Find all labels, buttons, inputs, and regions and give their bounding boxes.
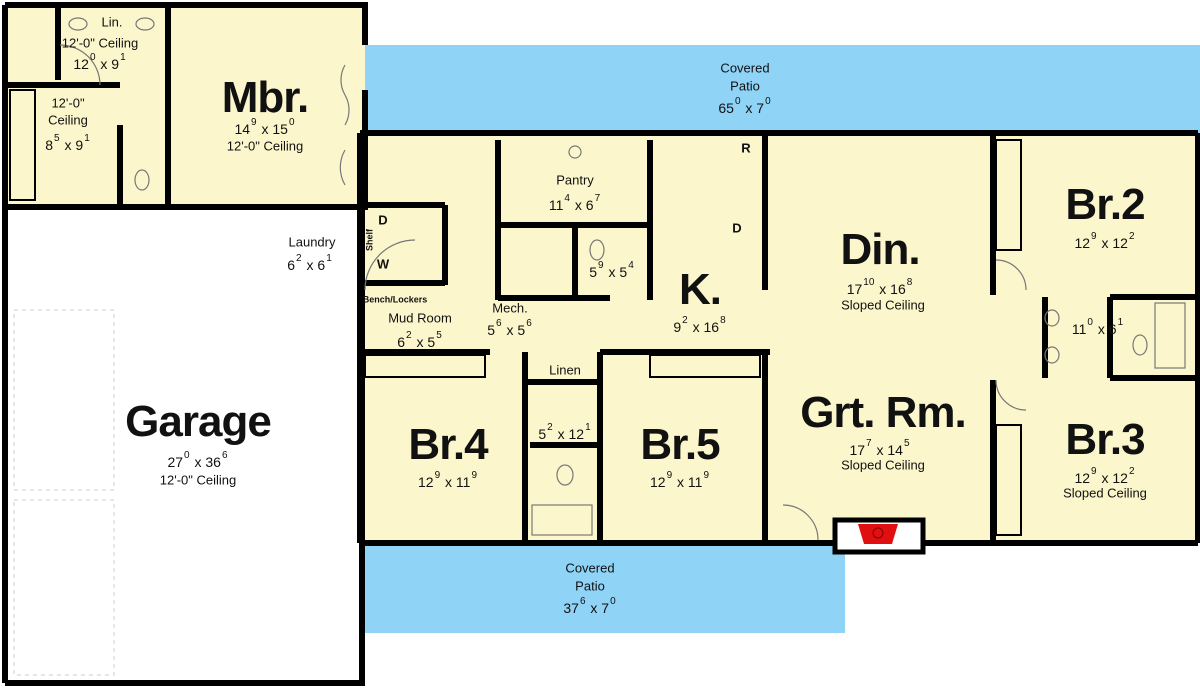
master-wing-floor [5, 5, 365, 207]
fireplace-icon [858, 524, 898, 544]
mech-dim: 56 x 56 [487, 318, 532, 338]
half-bath-dim: 59 x 54 [589, 260, 634, 280]
garage-dim: 270 x 366 [167, 450, 228, 470]
closet-ceiling-1: 12'-0" [51, 95, 85, 111]
mbr-label: Mbr. [221, 73, 309, 122]
front-patio-label-1: Covered [565, 560, 615, 576]
hall-bath-dim: 52 x 121 [538, 422, 591, 442]
br4-dim: 129 x 119 [417, 470, 478, 490]
dryer-label: D [378, 212, 388, 228]
garage-door-outline [13, 309, 115, 676]
br3-label: Br.3 [1065, 415, 1145, 464]
dishwasher-label: D [732, 220, 742, 236]
kitchen-dim: 92 x 168 [673, 315, 726, 335]
front-patio-label-2: Patio [575, 578, 605, 594]
front-covered-patio [365, 541, 845, 633]
br2-dim: 129 x 122 [1074, 231, 1135, 251]
br3-dim: 129 x 122 [1074, 466, 1135, 486]
great-room-ceiling: Sloped Ceiling [841, 457, 925, 473]
br5-dim: 129 x 119 [649, 470, 710, 490]
master-bath-ceiling: 12'-0" Ceiling [61, 35, 139, 51]
great-room-dim: 177 x 145 [849, 438, 910, 458]
closet-dim: 85 x 91 [45, 133, 90, 153]
fixtures [59, 17, 1186, 541]
mech-label: Mech. [492, 300, 528, 316]
br3-ceiling: Sloped Ceiling [1063, 485, 1147, 501]
shelf-label: Shelf [364, 228, 375, 252]
garage-label: Garage [125, 397, 272, 446]
dining-ceiling: Sloped Ceiling [841, 297, 925, 313]
master-bath-dim: 120 x 91 [73, 52, 126, 72]
rear-patio-dim: 650 x 70 [718, 96, 771, 116]
rear-covered-patio [365, 45, 1200, 133]
linen-closet-label: Lin. [101, 14, 123, 30]
dining-label: Din. [840, 225, 920, 274]
washer-label: W [376, 256, 390, 272]
br2-label: Br.2 [1065, 180, 1145, 229]
linen-label: Linen [549, 362, 581, 378]
mbr-dim: 149 x 150 [234, 117, 295, 137]
rear-patio-label-2: Patio [730, 78, 760, 94]
laundry-dim: 62 x 61 [287, 253, 332, 273]
dining-dim: 1710 x 168 [846, 277, 913, 297]
laundry-label: Laundry [288, 234, 336, 250]
garage-ceiling: 12'-0" Ceiling [159, 472, 237, 488]
front-patio-dim: 376 x 70 [563, 596, 616, 616]
great-room-label: Grt. Rm. [800, 388, 967, 437]
br5-label: Br.5 [640, 420, 720, 469]
bench-lockers-label: Bench/Lockers [362, 294, 428, 305]
pantry-dim: 114 x 67 [548, 193, 601, 213]
garage-floor [5, 207, 362, 683]
rear-patio-label-1: Covered [720, 60, 770, 76]
jack-bath-dim: 110 x 61 [1071, 317, 1124, 337]
fridge-label: R [741, 140, 751, 156]
br4-label: Br.4 [408, 420, 488, 469]
closet-shelving [9, 89, 1022, 536]
mud-room-dim: 62 x 55 [397, 330, 442, 350]
mbr-ceiling: 12'-0" Ceiling [226, 138, 304, 154]
mud-room-label: Mud Room [388, 310, 452, 326]
closet-ceiling-2: Ceiling [48, 112, 88, 128]
pantry-label: Pantry [556, 172, 594, 188]
kitchen-label: K. [679, 265, 722, 314]
